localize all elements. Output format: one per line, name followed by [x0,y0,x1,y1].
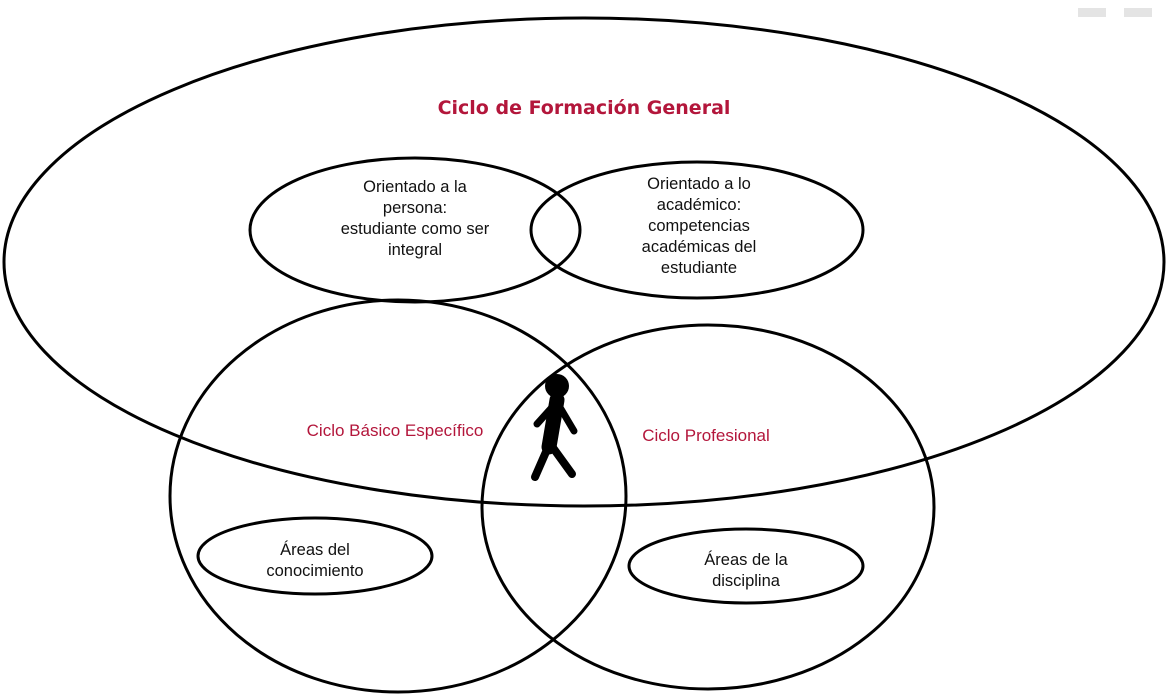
corner-mark-right [1124,8,1152,17]
knowledge-areas-label: Áreas del conocimiento [235,540,395,582]
professional-cycle-title: Ciclo Profesional [642,426,770,445]
person-oriented-line-3: estudiante como ser [340,220,490,238]
knowledge-areas-line-2: conocimiento [266,562,364,580]
basic-cycle-title: Ciclo Básico Específico [306,421,484,440]
academic-oriented-line-2: académico: [656,196,742,214]
person-oriented-line-1: Orientado a la [363,178,467,196]
academic-oriented-ellipse [529,160,865,300]
academic-oriented-line-4: académicas del [641,238,757,256]
basic-cycle-circle [168,298,628,694]
discipline-areas-label: Áreas de la disciplina [666,550,826,592]
walking-person-icon [531,374,578,481]
person-oriented-label: Orientado a la persona: estudiante como … [300,177,530,261]
person-oriented-line-4: integral [387,241,443,259]
discipline-areas-line-2: disciplina [712,572,780,590]
general-cycle-title: Ciclo de Formación General [437,97,731,119]
academic-oriented-label: Orientado a lo académico: competencias a… [589,174,809,279]
knowledge-areas-ellipse [196,516,434,596]
person-oriented-ellipse [248,156,582,304]
academic-oriented-line-5: estudiante [660,259,738,277]
academic-oriented-line-1: Orientado a lo [647,175,751,193]
corner-mark-left [1078,8,1106,17]
general-cycle-ellipse [2,16,1166,508]
academic-oriented-line-3: competencias [648,217,750,235]
knowledge-areas-line-1: Áreas del [280,541,350,559]
discipline-areas-line-1: Áreas de la [704,551,788,569]
professional-cycle-circle [480,323,936,691]
person-oriented-line-2: persona: [382,199,448,217]
discipline-areas-ellipse [627,527,865,605]
